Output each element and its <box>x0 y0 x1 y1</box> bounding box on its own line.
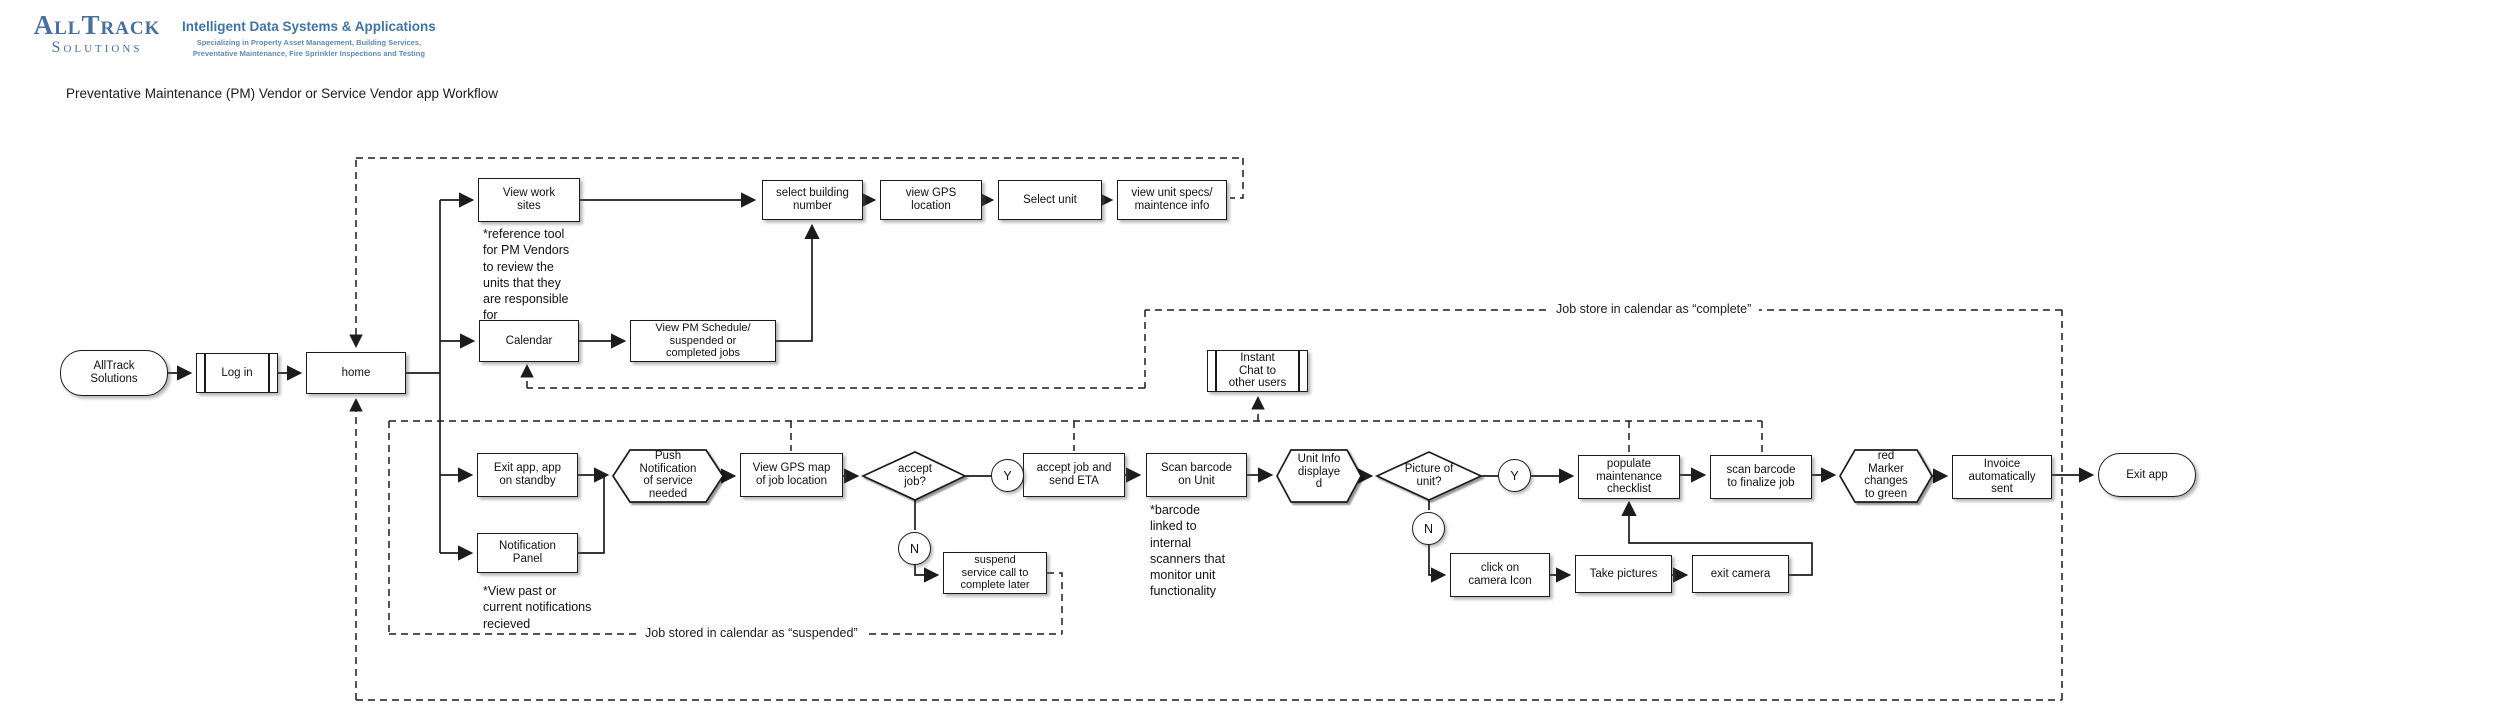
circle-picture-no: N <box>1412 512 1445 545</box>
node-accept-send-eta: accept job and send ETA <box>1023 453 1125 497</box>
node-view-unit-specs: view unit specs/ maintence info <box>1117 180 1227 220</box>
logo-line1: AllTrack <box>33 10 161 40</box>
node-click-camera: click on camera Icon <box>1450 553 1550 597</box>
dashed-into-view-specs <box>1230 158 1244 199</box>
dashed-suspend-link <box>1047 572 1063 634</box>
label-accept-job: accept job? <box>898 463 932 488</box>
node-populate-checklist: populate maintenance checklist <box>1578 455 1680 499</box>
node-exit-app-end: Exit app <box>2098 453 2196 497</box>
circle-accept-no: N <box>898 532 931 565</box>
node-view-pm-schedule: View PM Schedule/ suspended or completed… <box>630 320 776 362</box>
label-push-notification: Push Notification of service needed <box>639 450 697 500</box>
node-suspend-call: suspend service call to complete later <box>943 552 1047 594</box>
tagline-sub1: Specializing in Property Asset Managemen… <box>196 38 422 47</box>
connector <box>914 565 940 583</box>
circle-picture-yes: Y <box>1498 459 1531 492</box>
node-exit-app-standby: Exit app, app on standby <box>477 453 578 497</box>
hexagon-shapes <box>611 449 1933 503</box>
node-view-gps-location: view GPS location <box>880 180 982 220</box>
logo-line2: Solutions <box>51 39 143 56</box>
node-view-gps-map: View GPS map of job location <box>740 453 843 497</box>
region-label-complete: Job store in calendar as “complete” <box>1548 302 1760 316</box>
tagline-title: Intelligent Data Systems & Applications <box>182 19 436 34</box>
node-exit-camera: exit camera <box>1692 555 1789 593</box>
tagline-sub2: Preventative Maintenance, Fire Sprinkler… <box>192 49 425 59</box>
note-reference-tool: *reference tool for PM Vendors to review… <box>483 227 570 323</box>
decision-shapes <box>860 451 1484 501</box>
node-alltrack-start: AllTrack Solutions <box>60 350 168 396</box>
logo-taglines: Intelligent Data Systems & Applications … <box>182 12 436 60</box>
node-home: home <box>306 352 406 394</box>
solid-connectors <box>168 192 2095 583</box>
node-scan-finalize: scan barcode to finalize job <box>1710 455 1812 499</box>
page-title: Preventative Maintenance (PM) Vendor or … <box>66 86 498 101</box>
label-picture-of-unit: Picture of unit? <box>1404 463 1454 488</box>
picture-of-unit-diamond <box>1374 451 1484 501</box>
node-take-pictures: Take pictures <box>1575 555 1672 593</box>
unit-info-hexagon <box>1276 449 1362 503</box>
connector <box>776 223 820 342</box>
region-label-suspended: Job stored in calendar as “suspended” <box>637 626 866 640</box>
label-unit-info: Unit Info displaye d <box>1297 453 1341 491</box>
circle-accept-yes: Y <box>991 459 1024 492</box>
connector <box>578 475 605 554</box>
node-login: Log in <box>196 353 278 393</box>
node-notification-panel: Notification Panel <box>477 533 578 573</box>
alltrack-logo: AllTrack Solutions Intelligent Data Syst… <box>22 12 436 60</box>
node-view-work-sites: View work sites <box>478 178 580 222</box>
label-red-marker: red Marker changes to green <box>1864 450 1908 500</box>
node-invoice-sent: Invoice automatically sent <box>1952 455 2052 499</box>
push-notification-hexagon <box>611 449 725 503</box>
node-calendar: Calendar <box>479 320 579 362</box>
connector <box>1621 500 1813 576</box>
node-scan-barcode-unit: Scan barcode on Unit <box>1146 453 1247 497</box>
alltrack-logo-mark: AllTrack Solutions <box>22 12 172 56</box>
node-select-unit: Select unit <box>998 180 1102 220</box>
tagline-sub: Specializing in Property Asset Managemen… <box>182 37 436 60</box>
note-view-past: *View past or current notifications reci… <box>483 584 592 631</box>
note-barcode: *barcode linked to internal scanners tha… <box>1150 503 1226 599</box>
node-select-building: select building number <box>762 180 863 220</box>
connector <box>1428 545 1447 583</box>
accept-job-diamond <box>860 451 967 501</box>
red-marker-hexagon <box>1839 449 1933 503</box>
node-instant-chat: Instant Chat to other users <box>1207 350 1308 392</box>
